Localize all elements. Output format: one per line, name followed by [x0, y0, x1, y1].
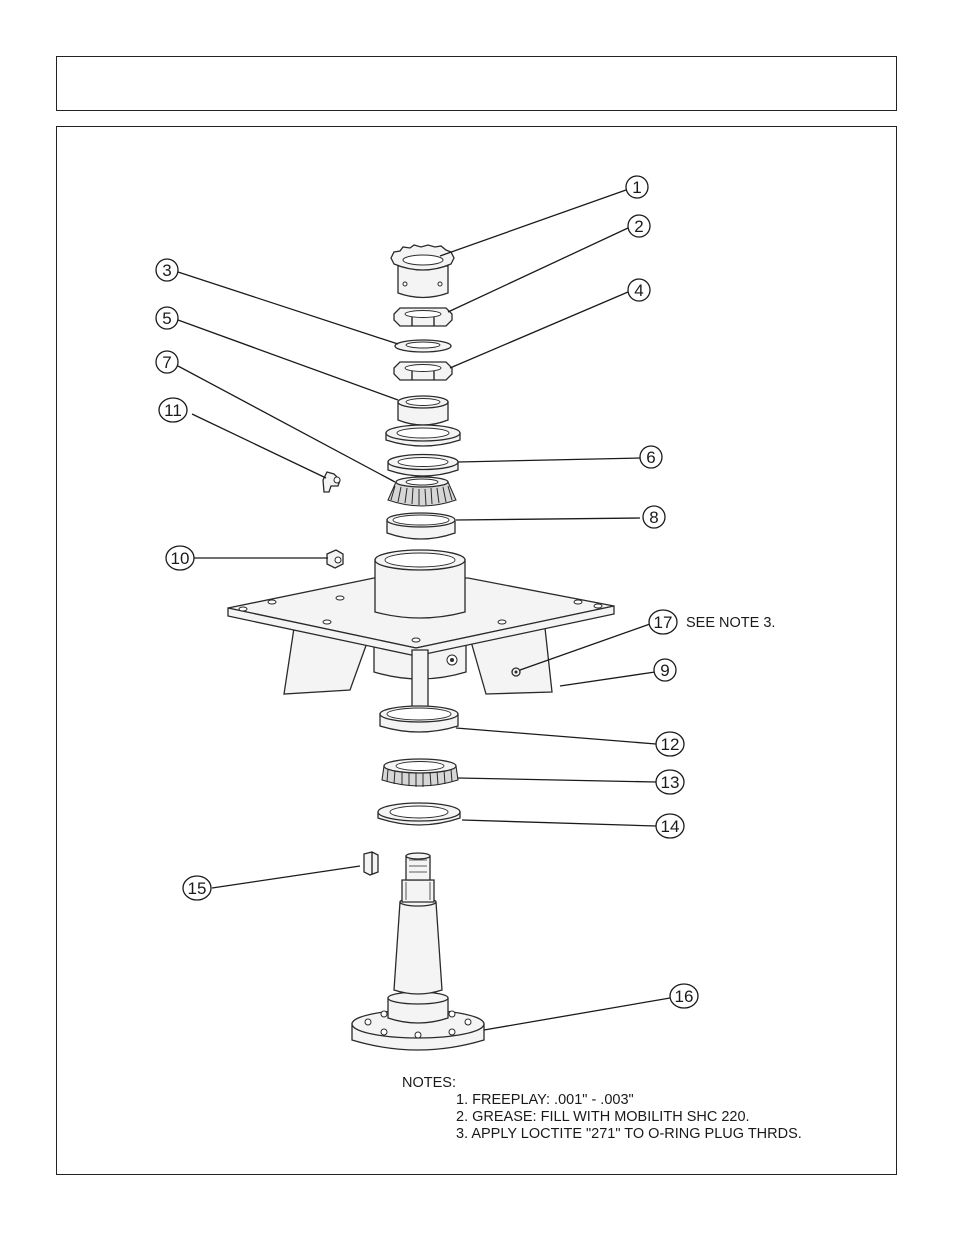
- callout-6: 6: [639, 445, 663, 469]
- callout-4: 4: [627, 278, 651, 302]
- diagram-frame: [56, 126, 897, 1175]
- note-item-1: 1. FREEPLAY: .001" - .003": [456, 1092, 634, 1108]
- part-4-jam-nut: [393, 361, 453, 381]
- callout-label: 9: [660, 661, 669, 680]
- callout-label: 17: [654, 613, 673, 632]
- callout-label: 13: [661, 773, 680, 792]
- callout-16: 16: [669, 983, 699, 1009]
- callout-label: 3: [162, 261, 171, 280]
- callout-label: 12: [661, 735, 680, 754]
- notes-heading: NOTES:: [402, 1075, 456, 1091]
- part-15-key: [363, 851, 379, 876]
- part-17-o-ring-plug: [511, 667, 521, 677]
- callout-2: 2: [627, 214, 651, 238]
- part-9-spindle-housing: [227, 549, 615, 717]
- callout-15: 15: [182, 875, 212, 901]
- callout-label: 6: [646, 448, 655, 467]
- part-7-bearing-cone: [387, 476, 457, 507]
- note-item-3: 3. APPLY LOCTITE "271" TO O-RING PLUG TH…: [456, 1126, 802, 1142]
- callout-13: 13: [655, 769, 685, 795]
- part-14-seal: [377, 802, 461, 826]
- callout-label: 4: [634, 281, 643, 300]
- callout-label: 10: [171, 549, 190, 568]
- callout-9: 9: [653, 658, 677, 682]
- callout-3: 3: [155, 258, 179, 282]
- callout-8: 8: [642, 505, 666, 529]
- part-1-castle-nut: [390, 244, 455, 299]
- callout-14: 14: [655, 813, 685, 839]
- note-item-2: 2. GREASE: FILL WITH MOBILITH SHC 220.: [456, 1109, 750, 1125]
- part-3-washer: [394, 339, 452, 353]
- callout-label: 2: [634, 217, 643, 236]
- callout-17: 17: [648, 609, 678, 635]
- see-note-label: SEE NOTE 3.: [686, 615, 775, 631]
- callout-label: 8: [649, 508, 658, 527]
- part-10-fitting: [326, 549, 344, 569]
- header-frame: [56, 56, 897, 111]
- part-13-bearing-cone: [381, 758, 459, 787]
- callout-label: 7: [162, 353, 171, 372]
- part-seal-upper: [385, 424, 461, 447]
- callout-10: 10: [165, 545, 195, 571]
- leader-lines: [177, 189, 671, 1031]
- callout-7: 7: [155, 350, 179, 374]
- part-11-grease-fitting: [322, 471, 341, 493]
- callout-label: 14: [661, 817, 680, 836]
- part-2-hex-nut: [393, 307, 453, 327]
- callout-label: 16: [675, 987, 694, 1006]
- part-16-spindle-shaft: [351, 852, 485, 1051]
- callout-5: 5: [155, 306, 179, 330]
- callout-label: 11: [164, 401, 182, 420]
- callout-11: 11: [158, 397, 188, 423]
- part-5-spacer: [397, 395, 449, 426]
- notes-block: NOTES: 1. FREEPLAY: .001" - .003" 2. GRE…: [402, 1075, 802, 1142]
- part-12-bearing-cup: [379, 705, 459, 733]
- callout-label: 5: [162, 309, 171, 328]
- callout-label: 1: [632, 178, 641, 197]
- callout-12: 12: [655, 731, 685, 757]
- callout-1: 1: [625, 175, 649, 199]
- part-8-bearing-cup: [386, 512, 456, 540]
- part-6-bearing-cup: [387, 453, 459, 477]
- callout-label: 15: [188, 879, 207, 898]
